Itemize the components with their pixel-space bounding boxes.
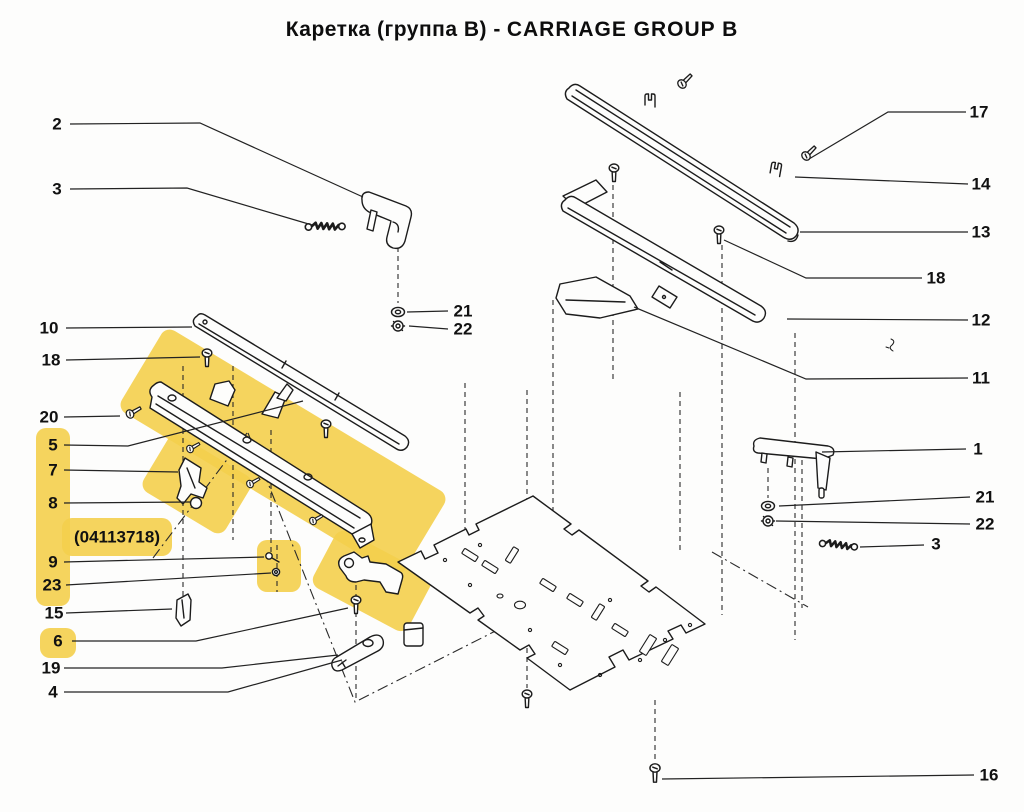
part-19-link — [331, 634, 385, 672]
nut-22-icon — [390, 320, 406, 332]
leader-line-8 — [63, 501, 191, 504]
callout-14: 14 — [972, 174, 991, 193]
callout-10: 10 — [40, 318, 59, 337]
callout-8: 8 — [48, 493, 57, 512]
callout-23: 23 — [43, 575, 62, 594]
callout-21: 21 — [454, 301, 473, 320]
part-13-rail — [564, 83, 799, 243]
callout-15: 15 — [45, 603, 64, 622]
part-2-lever — [361, 191, 413, 250]
leader-line-21 — [406, 310, 449, 313]
callout-17: 17 — [970, 102, 989, 121]
nut-22-icon — [760, 515, 776, 527]
leader-line-11 — [633, 306, 969, 380]
washer-21-icon — [390, 306, 406, 318]
title-english: CARRIAGE GROUP B — [506, 18, 739, 41]
part-5-rail — [149, 380, 375, 549]
leader-line-4 — [64, 659, 343, 693]
highlight-label-6 — [40, 628, 76, 658]
leader-line-22 — [775, 520, 971, 525]
callout-20: 20 — [40, 407, 59, 426]
part-11-plate — [555, 276, 639, 319]
screw-17-icon — [675, 71, 695, 91]
callout-21: 21 — [976, 487, 995, 506]
highlight-screws-9-23 — [257, 540, 301, 592]
screw-16-icon — [649, 763, 661, 783]
leader-line-7 — [63, 469, 179, 473]
leader-line-5 — [63, 400, 304, 447]
leader-line-23 — [65, 572, 272, 586]
clip-14-icon — [644, 93, 656, 108]
parts-artwork — [124, 71, 895, 783]
part-4-block — [403, 622, 424, 647]
leader-line-19 — [64, 654, 339, 669]
highlight-part-number — [62, 518, 172, 556]
part-1-lever — [752, 437, 835, 499]
callout-11: 11 — [972, 368, 990, 387]
part-8-foot — [189, 496, 203, 510]
leader-line-3 — [859, 544, 925, 548]
part-12-rail — [560, 179, 767, 323]
part-6-lever — [337, 551, 404, 595]
callout-22: 22 — [976, 514, 995, 533]
leader-line-12 — [786, 318, 969, 321]
callout-9: 9 — [48, 552, 57, 571]
callout-3: 3 — [52, 179, 61, 198]
leader-line-22 — [408, 325, 449, 330]
leader-line-15 — [65, 608, 173, 614]
part-10-rail — [192, 313, 410, 451]
leader-line-1 — [821, 448, 967, 453]
part-3-spring — [817, 536, 860, 554]
callout-5: 5 — [48, 435, 57, 454]
screw-18-icon — [713, 225, 725, 245]
callout-18: 18 — [42, 350, 61, 369]
leader-line-3 — [69, 187, 313, 226]
part-7-bracket — [176, 457, 208, 505]
carriage-base-plate — [397, 495, 706, 691]
washer-21-icon — [760, 500, 776, 512]
dashed-axis-lines — [182, 185, 803, 760]
callout-3: 3 — [931, 534, 940, 553]
leader-line-17 — [808, 111, 966, 160]
callout-13: 13 — [972, 222, 991, 241]
leader-line-2 — [69, 122, 364, 198]
marker-highlights — [36, 329, 446, 658]
part-number-note: (04113718) — [74, 527, 160, 546]
callout-4: 4 — [48, 682, 58, 701]
leader-line-21 — [778, 496, 971, 507]
callout-22: 22 — [454, 319, 473, 338]
callout-labels: 23101820578(04113718)9231561941714131812… — [40, 102, 999, 784]
leader-line-6 — [72, 607, 349, 642]
part-23-nut — [271, 567, 281, 577]
leader-line-18 — [723, 239, 922, 279]
screw-icon — [521, 689, 533, 709]
part-3-spring — [303, 219, 347, 234]
clip-14-icon — [769, 161, 783, 178]
page-title: Каретка (группа B) -CARRIAGE GROUP B — [0, 18, 1024, 42]
leader-line-20 — [63, 415, 121, 418]
leader-line-16 — [661, 774, 975, 780]
title-russian: Каретка (группа B) - — [285, 18, 501, 41]
callout-6: 6 — [53, 631, 62, 650]
screw-icon — [608, 163, 620, 183]
callout-12: 12 — [972, 310, 991, 329]
callout-2: 2 — [52, 114, 61, 133]
leader-line-10 — [65, 326, 193, 329]
callout-19: 19 — [42, 658, 61, 677]
callout-7: 7 — [48, 460, 57, 479]
leader-line-18 — [65, 356, 201, 361]
highlight-label-bar — [36, 428, 70, 606]
part-9-screw — [265, 552, 280, 563]
callout-18: 18 — [927, 268, 946, 287]
leader-line-14 — [794, 176, 969, 185]
print-mark — [885, 338, 895, 352]
callout-16: 16 — [980, 765, 999, 784]
leader-line-9 — [63, 556, 265, 563]
callout-1: 1 — [973, 439, 982, 458]
